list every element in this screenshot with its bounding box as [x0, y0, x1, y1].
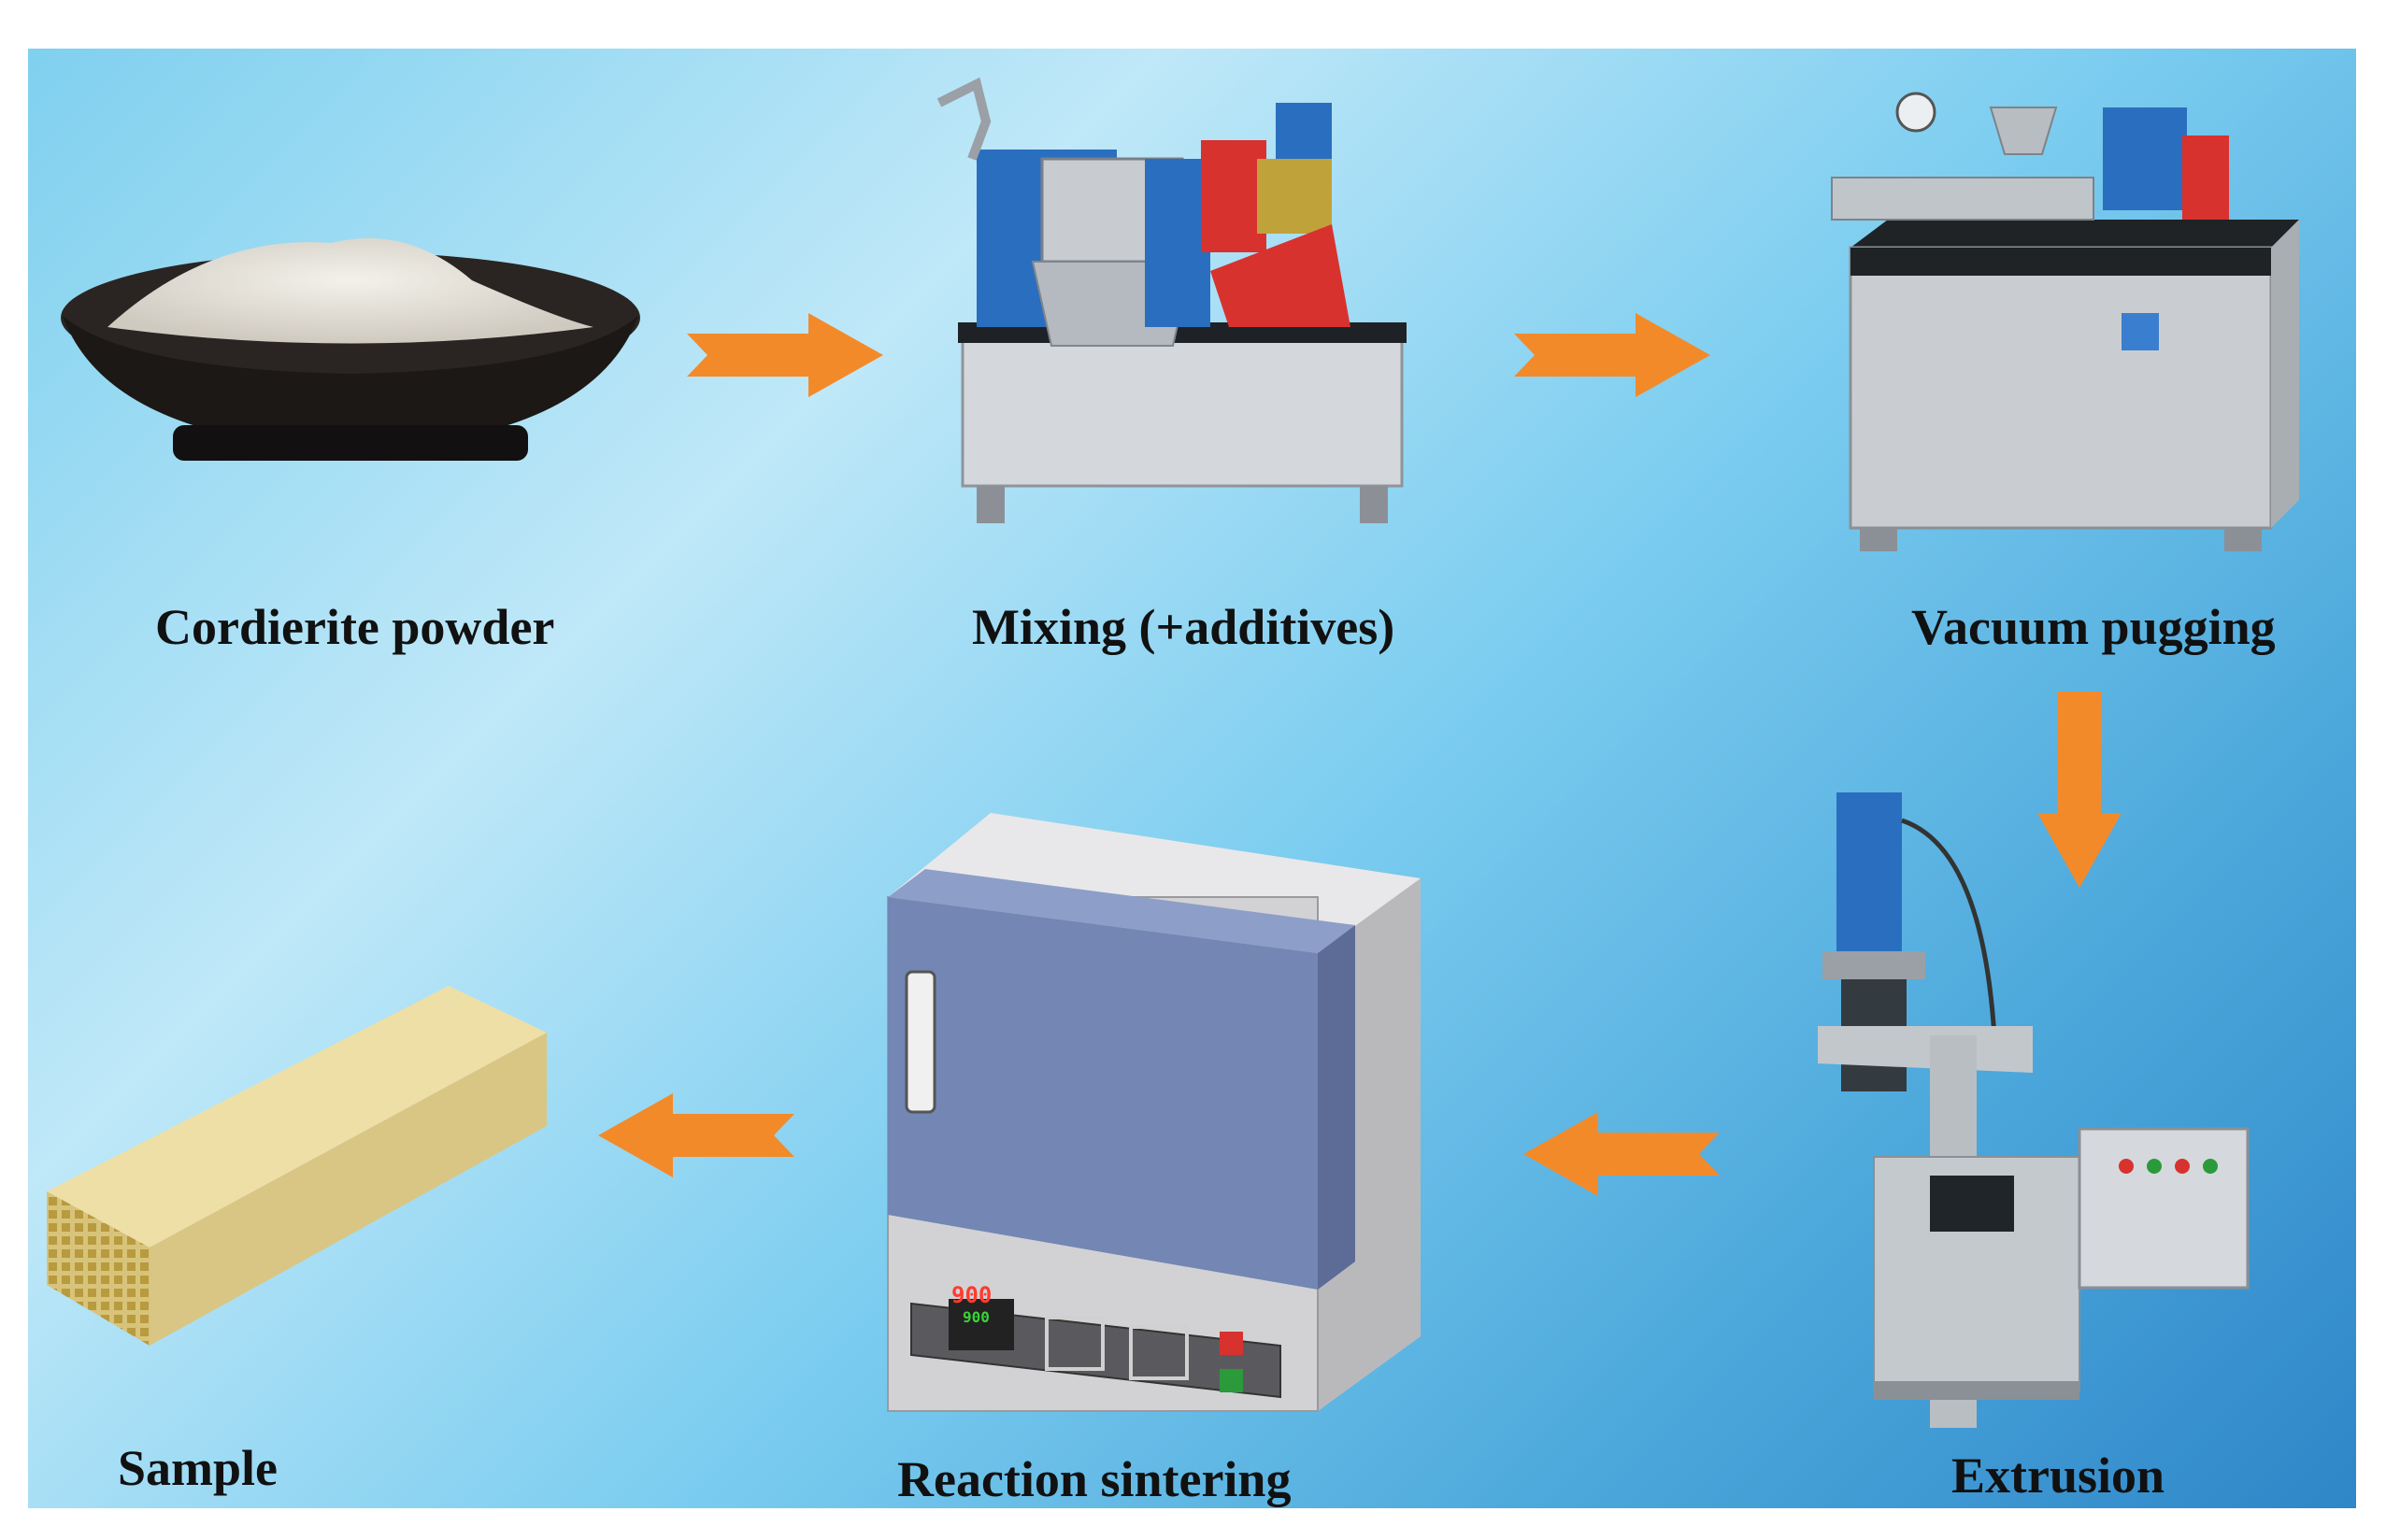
step-label-vacuum-pugging: Vacuum pugging [1911, 599, 2276, 655]
powder-bowl-image [51, 206, 650, 486]
honeycomb-sample-image [47, 986, 570, 1369]
flow-arrow-left-2 [598, 1093, 794, 1177]
muffle-furnace [869, 813, 1449, 1448]
step-label-sample: Sample [118, 1440, 279, 1496]
flow-arrow-right-1 [687, 313, 883, 397]
step-label-cordierite-powder: Cordierite powder [155, 599, 555, 655]
furnace-display-sv: 900 [963, 1308, 990, 1326]
flow-arrow-right-2 [1514, 313, 1710, 397]
mixing-machine-image [921, 77, 1444, 533]
flow-arrow-down [2037, 692, 2122, 888]
step-label-reaction-sintering: Reaction sintering [897, 1451, 1292, 1507]
vacuum-pugging-machine-image [1831, 89, 2299, 556]
flow-arrow-left-1 [1523, 1112, 1720, 1196]
step-label-mixing: Mixing (+additives) [972, 599, 1395, 655]
extrusion-machine-image [1818, 792, 2266, 1428]
furnace-display-pv: 900 [951, 1282, 993, 1308]
step-label-extrusion: Extrusion [1951, 1447, 2165, 1504]
furnace-door [888, 897, 1318, 1290]
